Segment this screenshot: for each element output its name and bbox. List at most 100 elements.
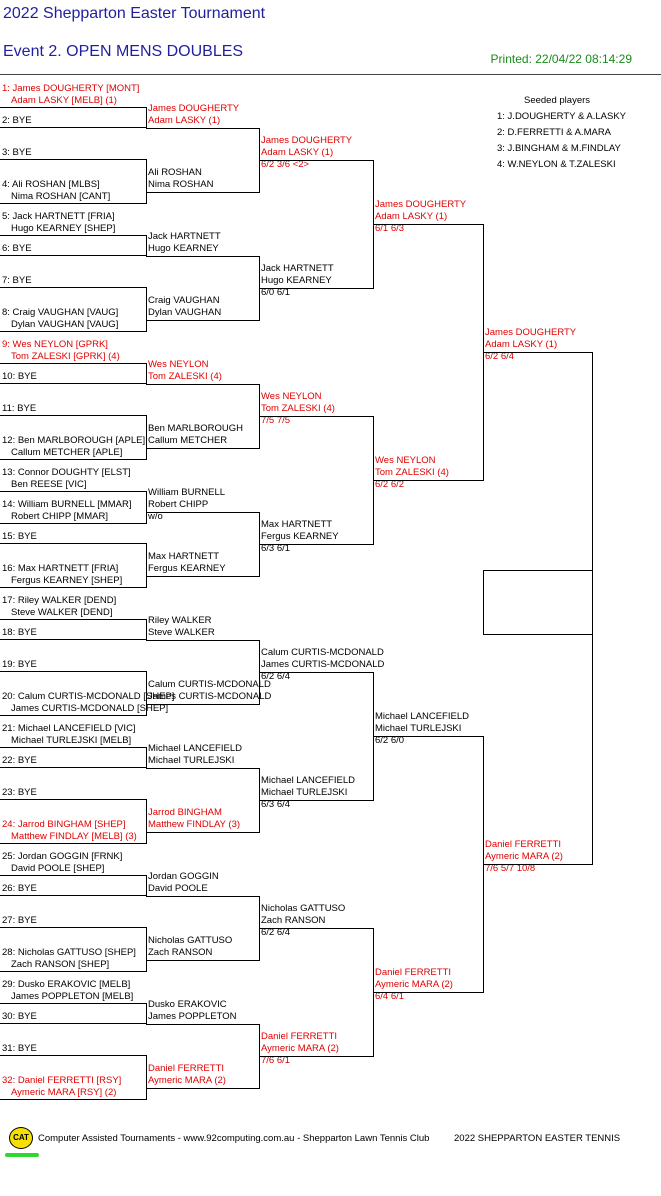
draw-winner-partner: Fergus KEARNEY [261,531,339,542]
draw-entry-name: 4: Ali ROSHAN [MLBS] [2,179,100,190]
draw-winner-partner: Fergus KEARNEY [148,563,226,574]
draw-line [259,288,373,289]
draw-connector [146,107,147,128]
draw-winner-partner: Zach RANSON [261,915,326,926]
draw-line [0,383,146,384]
draw-winner-partner: Aymeric MARA (2) [485,851,563,862]
printed-timestamp: Printed: 22/04/22 08:14:29 [490,52,632,66]
draw-line [259,928,373,929]
draw-connector [259,128,260,193]
draw-connector [146,927,147,972]
draw-line [146,576,259,577]
draw-connector [373,416,374,545]
draw-connector [483,224,484,481]
draw-entry-partner: Tom ZALESKI [GPRK] (4) [11,351,120,362]
draw-winner-name: Calum CURTIS-MCDONALD [261,647,384,658]
draw-winner-partner: Michael TURLEJSKI [375,723,462,734]
draw-line [0,747,146,748]
draw-line [259,672,373,673]
draw-entry-partner: Hugo KEARNEY [SHEP] [11,223,116,234]
final-line [483,634,593,635]
draw-winner-partner: James CURTIS-MCDONALD [261,659,385,670]
draw-winner-name: Jarrod BINGHAM [148,807,222,818]
draw-line [0,1055,146,1056]
draw-winner-partner: Michael TURLEJSKI [261,787,348,798]
final-line [483,570,593,571]
draw-line [146,896,259,897]
draw-line [0,523,146,524]
draw-line [0,843,146,844]
header-divider [0,74,661,75]
draw-winner-partner: David POOLE [148,883,208,894]
draw-winner-partner: Aymeric MARA (2) [261,1043,339,1054]
draw-winner-name: Max HARTNETT [148,551,220,562]
draw-entry-name: 29: Dusko ERAKOVIC [MELB] [2,979,131,990]
draw-entry-partner: James POPPLETON [MELB] [11,991,134,1002]
draw-connector [146,363,147,384]
draw-winner-name: James DOUGHERTY [485,327,577,338]
draw-line [0,1003,146,1004]
draw-line [0,715,146,716]
draw-winner-name: Ben MARLBOROUGH [148,423,244,434]
draw-line [146,256,259,257]
draw-line [373,992,483,993]
draw-winner-partner: Matthew FINDLAY (3) [148,819,241,830]
draw-connector [146,875,147,896]
draw-score: 6/3 6/4 [261,799,291,810]
draw-line [0,107,146,108]
draw-line [0,459,146,460]
draw-winner-name: Michael LANCEFIELD [148,743,242,754]
draw-entry-name: 3: BYE [2,147,32,158]
draw-winner-partner: Callum METCHER [148,435,228,446]
draw-entry-name: 24: Jarrod BINGHAM [SHEP] [2,819,126,830]
draw-entry-name: 23: BYE [2,787,37,798]
draw-winner-name: Ali ROSHAN [148,167,202,178]
draw-line [0,203,146,204]
draw-line [0,331,146,332]
draw-entry-name: 12: Ben MARLBOROUGH [APLE] [2,435,146,446]
draw-entry-partner: James CURTIS-MCDONALD [SHEP] [11,703,169,714]
draw-winner-name: Daniel FERRETTI [261,1031,338,1042]
draw-line [146,960,259,961]
draw-winner-partner: Tom ZALESKI (4) [375,467,449,478]
event-title: Event 2. OPEN MENS DOUBLES [3,43,244,60]
draw-line [146,192,259,193]
draw-score: 6/2 6/2 [375,479,405,490]
draw-line [146,832,259,833]
draw-winner-name: Nicholas GATTUSO [261,903,346,914]
draw-line [146,512,259,513]
draw-score: 7/6 6/1 [261,1055,291,1066]
seed-item: 4: W.NEYLON & T.ZALESKI [497,159,616,170]
draw-winner-name: Craig VAUGHAN [148,295,220,306]
draw-entry-name: 21: Michael LANCEFIELD [VIC] [2,723,136,734]
draw-line [146,640,259,641]
draw-entry-partner: Steve WALKER [DEND] [11,607,113,618]
draw-line [0,639,146,640]
draw-line [259,544,373,545]
draw-line [146,1024,259,1025]
draw-winner-name: Calum CURTIS-MCDONALD [148,679,271,690]
draw-score: 6/0 6/1 [261,287,291,298]
draw-connector [146,543,147,588]
draw-connector [259,768,260,833]
draw-line [259,160,373,161]
draw-entry-partner: Adam LASKY [MELB] (1) [11,95,117,106]
draw-winner-name: Nicholas GATTUSO [148,935,233,946]
draw-entry-partner: Callum METCHER [APLE] [11,447,123,458]
draw-winner-partner: Steve WALKER [148,627,215,638]
draw-entry-name: 20: Calum CURTIS-MCDONALD [SHEP] [2,691,175,702]
draw-score: 6/2 6/4 [261,671,291,682]
seed-item: 3: J.BINGHAM & M.FINDLAY [497,143,621,154]
draw-entry-name: 32: Daniel FERRETTI [RSY] [2,1075,122,1086]
draw-entry-name: 22: BYE [2,755,37,766]
draw-entry-name: 30: BYE [2,1011,37,1022]
draw-connector [259,1024,260,1089]
draw-score: 6/3 6/1 [261,543,291,554]
draw-winner-name: Jordan GOGGIN [148,871,219,882]
draw-winner-partner: Aymeric MARA (2) [375,979,453,990]
draw-winner-name: Dusko ERAKOVIC [148,999,227,1010]
draw-winner-partner: Nima ROSHAN [148,179,214,190]
draw-line [0,619,146,620]
draw-connector [373,160,374,289]
draw-entry-name: 2: BYE [2,115,32,126]
